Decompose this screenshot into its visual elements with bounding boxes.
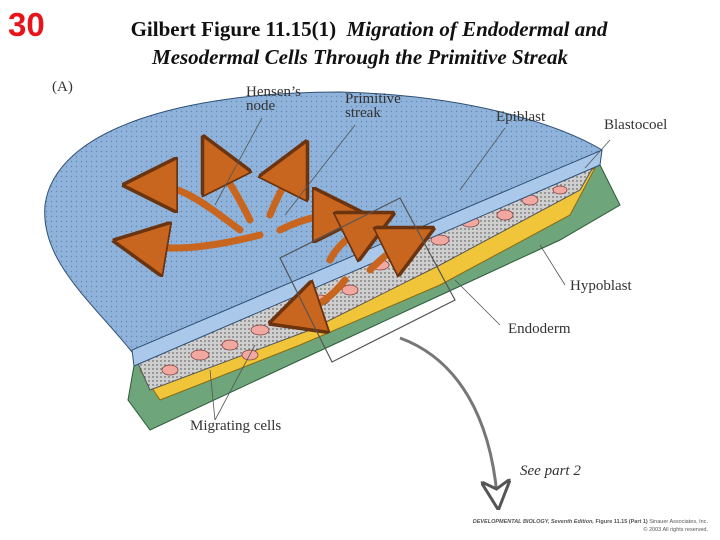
title-prefix: Gilbert Figure 11.15(1) xyxy=(130,17,337,41)
see-part-2-arrow xyxy=(399,336,497,495)
leader-lines xyxy=(209,117,611,421)
slide-title-line1: Gilbert Figure 11.15(1) Migration of End… xyxy=(0,16,720,43)
label-hypoblast: Hypoblast xyxy=(570,278,632,294)
credit-figure: Figure 11.15 (Part 1) xyxy=(595,519,648,525)
title-italic: Migration of Endodermal and xyxy=(346,17,608,41)
label-see-part-2: See part 2 xyxy=(520,463,581,479)
credit-copyright: © 2003 All rights reserved. xyxy=(643,527,708,533)
panel-label: (A) xyxy=(52,79,73,95)
label-hensens-node-1: Hensen’s xyxy=(246,84,301,100)
credit-line1: DEVELOPMENTAL BIOLOGY, Seventh Edition, … xyxy=(473,519,708,525)
label-endoderm: Endoderm xyxy=(508,321,571,337)
label-blastocoel: Blastocoel xyxy=(604,117,668,133)
slide-title-line2: Mesodermal Cells Through the Primitive S… xyxy=(152,45,568,69)
credit-book: DEVELOPMENTAL BIOLOGY, Seventh Edition, xyxy=(472,519,594,525)
slide-number: 30 xyxy=(8,6,45,43)
label-primitive-streak-1: Primitive xyxy=(345,91,401,107)
label-hensens-node-2: node xyxy=(246,98,276,114)
migration-arrows xyxy=(140,160,410,315)
label-migrating-cells: Migrating cells xyxy=(190,418,282,434)
label-primitive-streak-2: streak xyxy=(345,105,381,121)
label-epiblast: Epiblast xyxy=(496,109,546,125)
credit-publisher: Sinauer Associates, Inc. xyxy=(649,519,708,525)
detail-box xyxy=(279,197,456,363)
